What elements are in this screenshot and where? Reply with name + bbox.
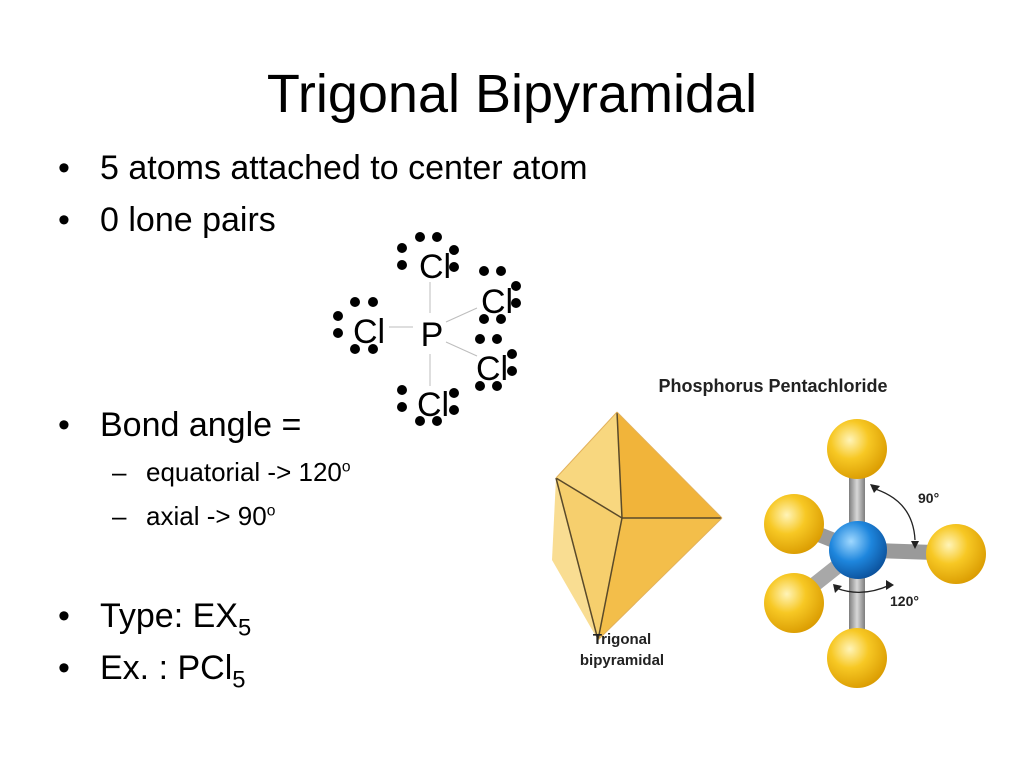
slide-title: Trigonal Bipyramidal bbox=[266, 64, 758, 124]
bullet-dot: • bbox=[58, 201, 70, 239]
sub-bullet-dash: – bbox=[112, 501, 127, 531]
chlorine-ball-left bbox=[764, 494, 824, 554]
bullet-bond-angle: • Bond angle = bbox=[58, 405, 301, 445]
sub-bullet-equatorial: –equatorial -> 120o bbox=[112, 456, 351, 488]
chlorine-ball-right bbox=[926, 524, 986, 584]
chlorine-atom-top: Cl bbox=[419, 248, 451, 286]
bond-line-upper-right bbox=[445, 307, 478, 323]
bullet-lone-pairs-text: 0 lone pairs bbox=[100, 201, 276, 239]
equatorial-degree: o bbox=[341, 458, 351, 476]
lone-pair-dots bbox=[333, 232, 521, 426]
sub-bullet-axial: –axial -> 90o bbox=[112, 500, 275, 532]
type-subscript: 5 bbox=[237, 614, 252, 642]
bullet-type: • Type: EX5 bbox=[58, 596, 251, 640]
bullet-lone-pairs: • 0 lone pairs bbox=[58, 200, 276, 240]
equatorial-text: equatorial -> 120 bbox=[146, 457, 342, 487]
shape-label-line1: Trigonal bbox=[593, 631, 651, 648]
type-text: Type: EX bbox=[100, 597, 238, 635]
chlorine-ball-bottom bbox=[827, 628, 887, 688]
ball-and-stick-model: 90° 120° bbox=[764, 419, 986, 688]
phosphorus-atom: P bbox=[421, 316, 444, 354]
phosphorus-ball bbox=[829, 521, 887, 579]
bullet-bond-angle-text: Bond angle = bbox=[100, 406, 302, 444]
example-text: Ex. : PCl bbox=[100, 649, 233, 687]
chlorine-atom-left: Cl bbox=[353, 313, 385, 351]
arrowhead bbox=[833, 584, 842, 593]
arrowhead bbox=[870, 484, 880, 493]
shape-label-line2: bipyramidal bbox=[580, 652, 664, 669]
bond-line-lower-right bbox=[445, 341, 478, 357]
bullet-example: • Ex. : PCl5 bbox=[58, 648, 246, 692]
trigonal-bipyramid-polyhedron bbox=[552, 411, 723, 641]
bullet-dot: • bbox=[58, 649, 70, 687]
chlorine-ball-front bbox=[764, 573, 824, 633]
chlorine-ball-top bbox=[827, 419, 887, 479]
arrowhead bbox=[911, 541, 919, 549]
bullet-dot: • bbox=[58, 406, 70, 444]
figure-title: Phosphorus Pentachloride bbox=[658, 376, 887, 396]
bullet-atoms-text: 5 atoms attached to center atom bbox=[100, 149, 588, 187]
bullet-dot: • bbox=[58, 149, 70, 187]
axial-degree: o bbox=[266, 502, 276, 520]
equatorial-angle-arc bbox=[835, 584, 891, 593]
equatorial-angle-label: 120° bbox=[890, 593, 919, 609]
axial-angle-arc bbox=[871, 487, 916, 541]
axial-text: axial -> 90 bbox=[146, 501, 267, 531]
example-subscript: 5 bbox=[232, 666, 246, 694]
bullet-atoms: • 5 atoms attached to center atom bbox=[58, 148, 588, 188]
bullet-dot: • bbox=[58, 597, 70, 635]
arrowhead bbox=[886, 580, 894, 590]
sub-bullet-dash: – bbox=[112, 457, 127, 487]
axial-angle-label: 90° bbox=[918, 490, 939, 506]
